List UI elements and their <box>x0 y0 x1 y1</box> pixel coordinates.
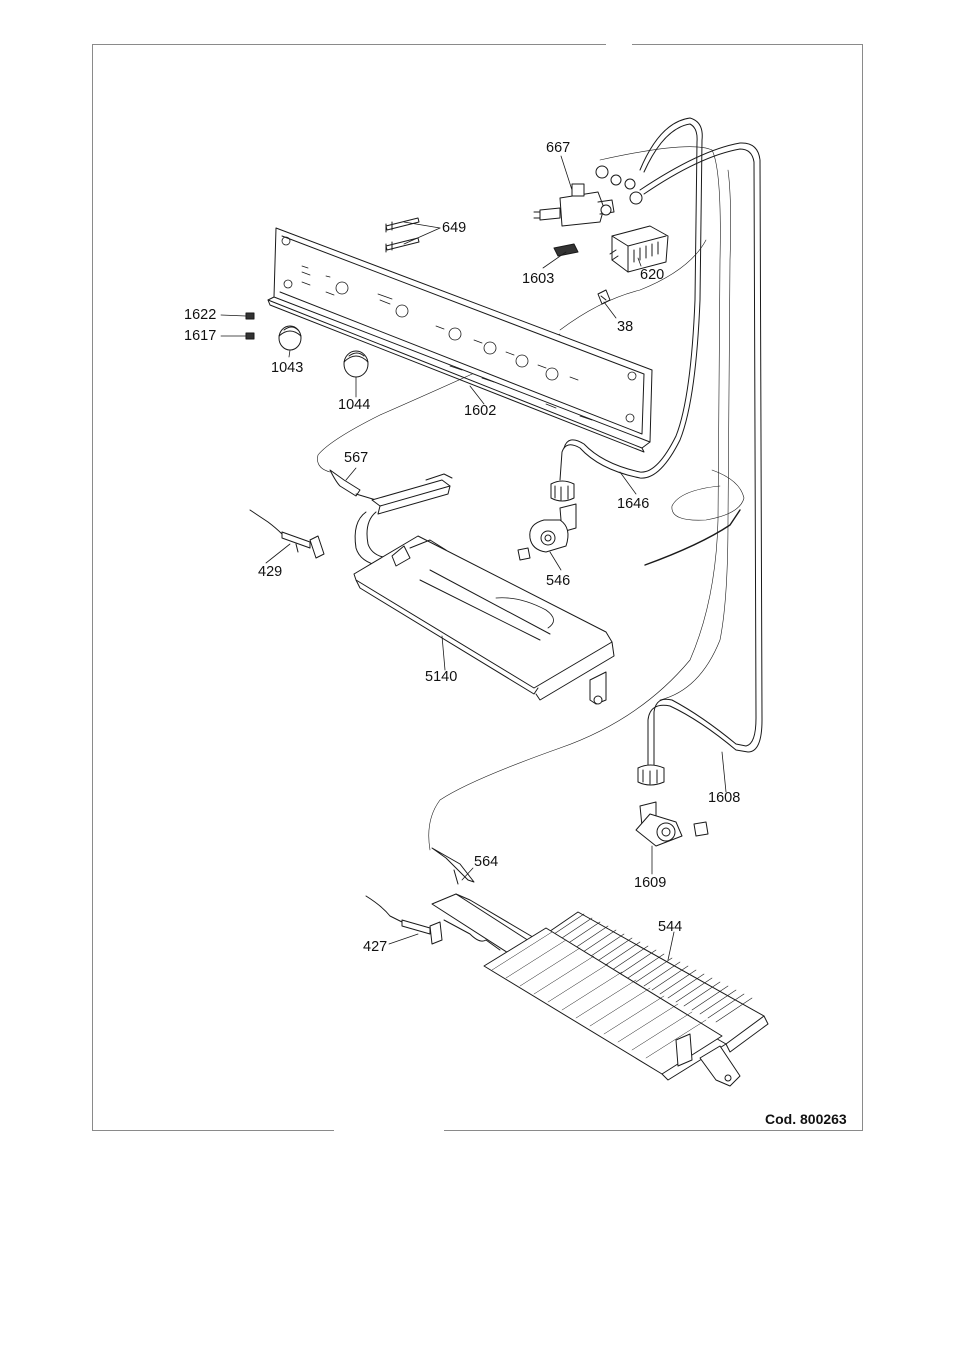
label-1602: 1602 <box>464 404 496 419</box>
spring-pins-649 <box>386 218 419 252</box>
electrode-429 <box>250 510 324 558</box>
label-1608: 1608 <box>708 791 740 806</box>
knob-1044 <box>344 351 368 377</box>
label-1609: 1609 <box>634 876 666 891</box>
pipe-nut-546 <box>551 481 574 501</box>
label-1622: 1622 <box>184 308 216 323</box>
label-544: 544 <box>658 920 682 935</box>
label-564: 564 <box>474 855 498 870</box>
pipe-fittings <box>596 166 642 204</box>
screw-1617 <box>246 333 254 339</box>
label-1646: 1646 <box>617 497 649 512</box>
thermocouple-564 <box>432 848 474 884</box>
burner-544 <box>432 894 768 1086</box>
label-1044: 1044 <box>338 398 370 413</box>
label-1043: 1043 <box>271 361 303 376</box>
label-620: 620 <box>640 268 664 283</box>
injector-holder-546 <box>518 504 576 560</box>
document-code: Cod. 800263 <box>765 1111 847 1127</box>
label-546: 546 <box>546 574 570 589</box>
label-567: 567 <box>344 451 368 466</box>
clip-1603 <box>554 244 578 256</box>
label-1603: 1603 <box>522 272 554 287</box>
label-667: 667 <box>546 141 570 156</box>
selector-switch-620 <box>610 226 668 272</box>
electrode-427 <box>366 896 442 944</box>
injector-holder-1609 <box>636 802 708 846</box>
label-429: 429 <box>258 565 282 580</box>
control-panel <box>268 228 652 452</box>
label-649: 649 <box>442 221 466 236</box>
gas-valve-667 <box>534 184 614 226</box>
screw-1622 <box>246 313 254 319</box>
label-427: 427 <box>363 940 387 955</box>
label-5140: 5140 <box>425 670 457 685</box>
label-38: 38 <box>617 320 633 335</box>
knob-1043 <box>279 326 301 350</box>
label-1617: 1617 <box>184 329 216 344</box>
pipe-nut-1608 <box>638 765 664 785</box>
thermocouple-567 <box>330 470 376 500</box>
